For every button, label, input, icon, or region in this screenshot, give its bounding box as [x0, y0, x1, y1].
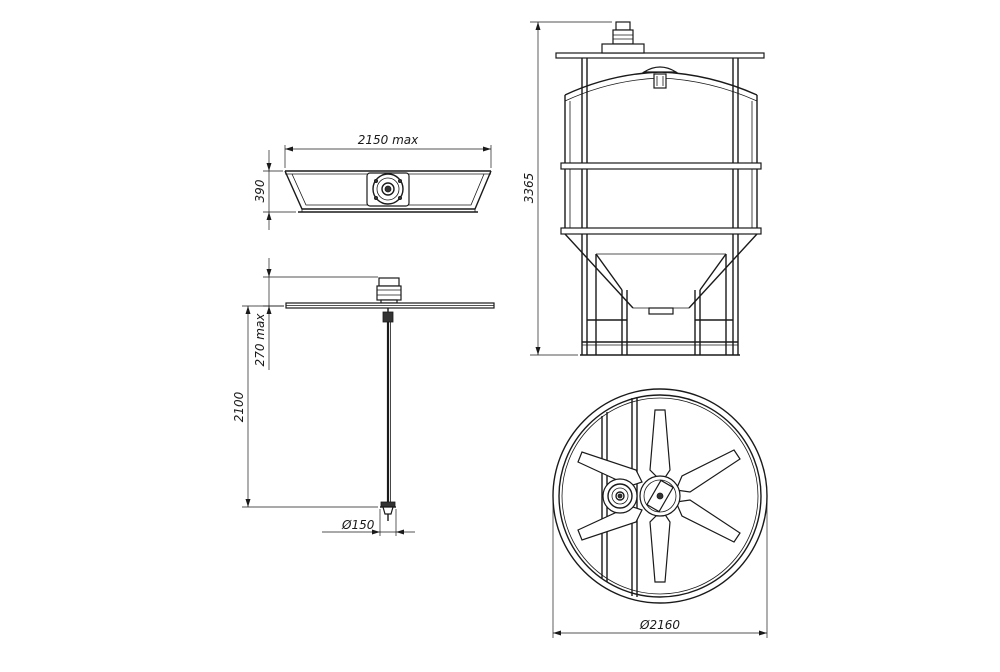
label-impeller-diameter: Ø150 — [341, 518, 375, 532]
dim-frame-height: 390 — [253, 150, 296, 230]
label-shaft-length: 2100 — [232, 391, 246, 422]
label-tank-height: 3365 — [522, 173, 536, 204]
stirrer-side-view — [285, 277, 495, 521]
dim-tank-height: 3365 — [522, 21, 612, 356]
dim-motor-to-frame: 270 max — [253, 258, 378, 370]
frame-front-view — [284, 170, 492, 213]
dim-impeller-diameter: Ø150 — [322, 509, 415, 536]
tank-side-view — [555, 21, 765, 356]
impeller-blades — [577, 409, 741, 583]
tank-top-view — [552, 388, 768, 604]
dim-tank-diameter: Ø2160 — [552, 500, 768, 638]
label-frame-width: 2150 max — [358, 133, 419, 147]
label-frame-height: 390 — [253, 179, 267, 202]
label-tank-diameter: Ø2160 — [639, 618, 680, 632]
dim-frame-width: 2150 max — [284, 133, 492, 168]
label-motor-to-frame: 270 max — [253, 313, 267, 367]
dim-shaft-length: 2100 — [232, 305, 378, 508]
